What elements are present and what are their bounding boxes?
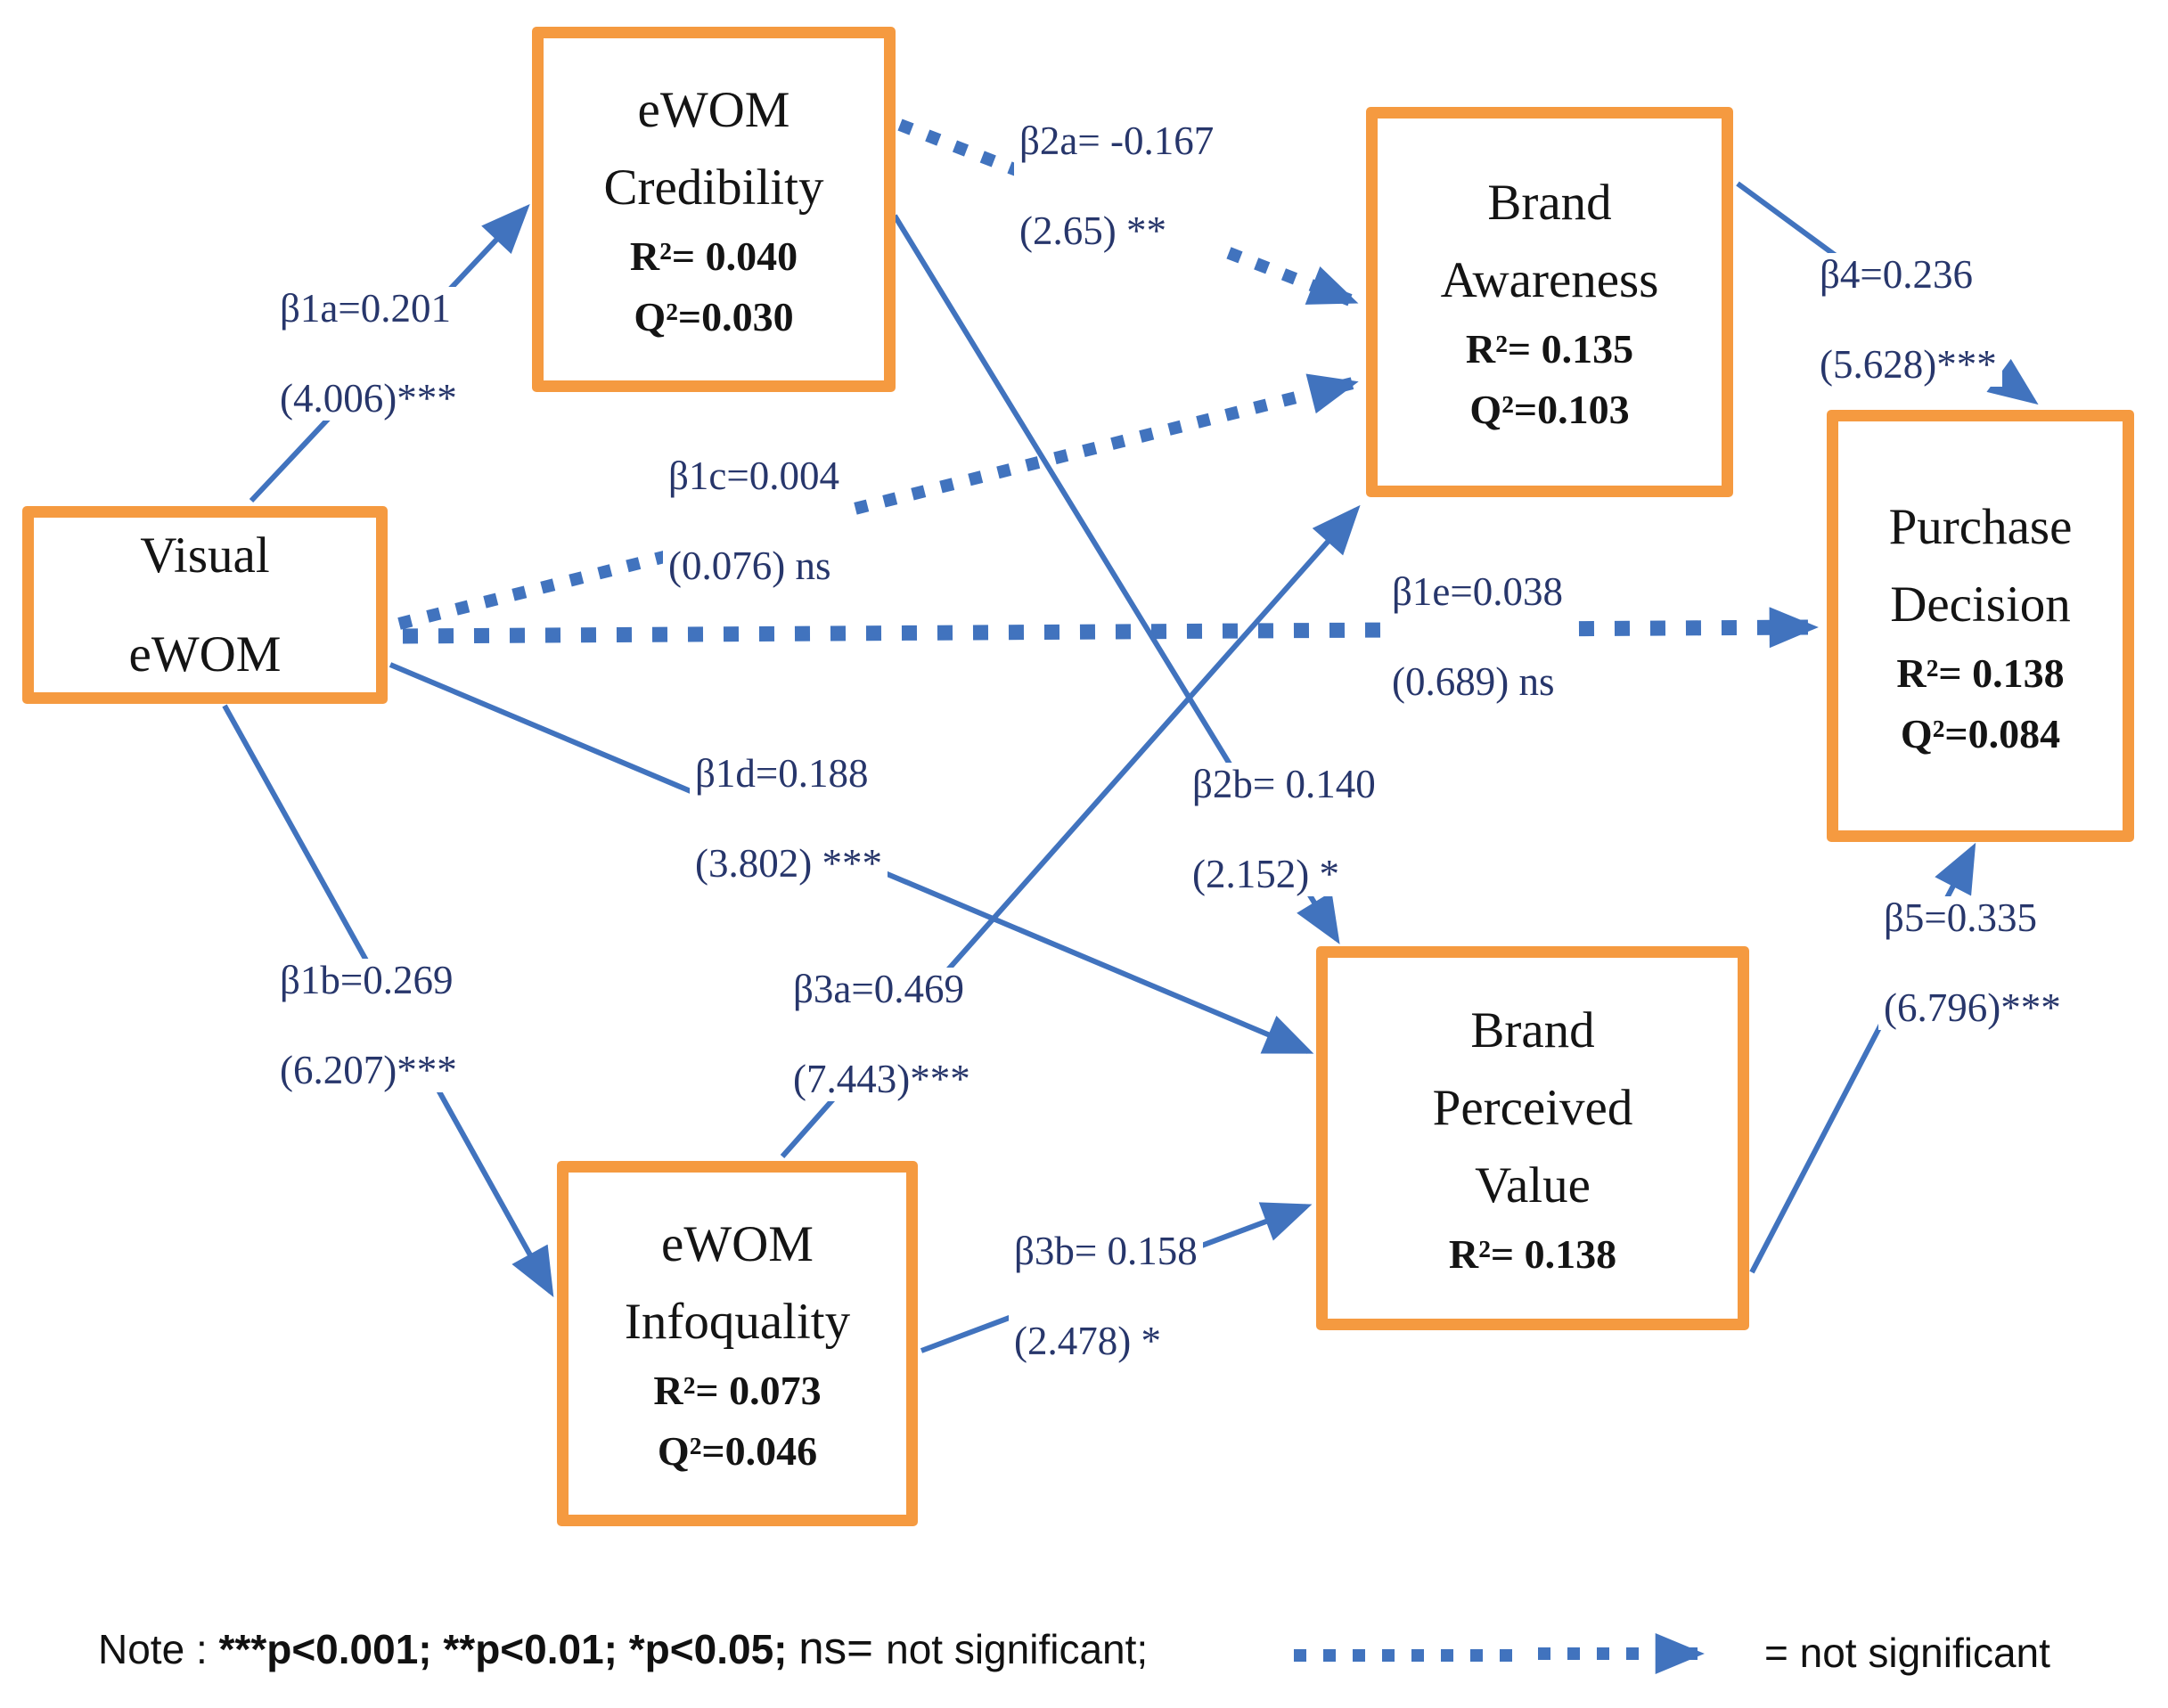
legend-not-significant-label: = not significant (1764, 1630, 2050, 1676)
arrow-b1c-visual-to-brand-awareness-dashed (397, 373, 1359, 630)
node-brand-awareness-q2: Q²=0.103 (1469, 387, 1630, 432)
path-b1d-tvalue: (3.802) *** (695, 841, 882, 886)
path-b1b-coef: β1b=0.269 (280, 958, 454, 1002)
path-b1e-coef: β1e=0.038 (1392, 569, 1563, 614)
path-label-b1c: β1c=0.004 (0.076) ns (663, 454, 845, 588)
path-b1a-tvalue: (4.006)*** (280, 376, 457, 421)
path-b2b-tvalue: (2.152) * (1192, 852, 1339, 896)
node-ewom-credibility: eWOM Credibility R²= 0.040 Q²=0.030 (532, 27, 896, 392)
node-ewom-infoquality-q2: Q²=0.046 (657, 1428, 818, 1474)
node-brand-perceived-value-line3: Value (1475, 1157, 1591, 1214)
node-purchase-decision: Purchase Decision R²= 0.138 Q²=0.084 (1827, 410, 2134, 842)
node-brand-perceived-value-line1: Brand (1470, 1002, 1595, 1058)
node-purchase-decision-line1: Purchase (1888, 498, 2073, 555)
path-b5-coef: β5=0.335 (1884, 895, 2038, 940)
path-b3b-tvalue: (2.478) * (1014, 1319, 1161, 1363)
path-b4-tvalue: (5.628)*** (1820, 342, 1997, 387)
path-b3a-coef: β3a=0.469 (793, 967, 964, 1011)
node-ewom-credibility-q2: Q²=0.030 (634, 294, 794, 339)
path-label-b4: β4=0.236 (5.628)*** (1814, 253, 2002, 387)
path-label-b1a: β1a=0.201 (4.006)*** (274, 287, 462, 421)
node-ewom-infoquality-r2: R²= 0.073 (653, 1368, 822, 1413)
note-prefix: Note : (98, 1626, 219, 1672)
node-brand-perceived-value-line2: Perceived (1432, 1080, 1633, 1136)
node-brand-awareness-line2: Awareness (1440, 252, 1659, 308)
path-label-b5: β5=0.335 (6.796)*** (1878, 896, 2066, 1030)
node-brand-perceived-value-r2: R²= 0.138 (1448, 1231, 1617, 1277)
path-b3a-tvalue: (7.443)*** (793, 1057, 970, 1101)
path-label-b2b: β2b= 0.140 (2.152) * (1187, 763, 1381, 896)
node-visual-ewom-line2: eWOM (128, 626, 282, 682)
path-b1d-coef: β1d=0.188 (695, 751, 869, 796)
node-brand-awareness-line1: Brand (1487, 175, 1612, 231)
path-b1b-tvalue: (6.207)*** (280, 1048, 457, 1092)
node-brand-awareness: Brand Awareness R²= 0.135 Q²=0.103 (1366, 107, 1733, 497)
path-label-b2a: β2a= -0.167 (2.65) ** (1014, 118, 1220, 253)
arrow-b1e-visual-to-purchase-decision-dashed (402, 607, 1819, 649)
node-ewom-infoquality: eWOM Infoquality R²= 0.073 Q²=0.046 (557, 1161, 918, 1526)
node-brand-perceived-value: Brand Perceived Value R²= 0.138 (1316, 946, 1749, 1330)
node-purchase-decision-r2: R²= 0.138 (1896, 650, 2065, 696)
node-ewom-credibility-line1: eWOM (637, 82, 790, 138)
path-b4-coef: β4=0.236 (1820, 252, 1974, 297)
path-label-b3b: β3b= 0.158 (2.478) * (1009, 1230, 1203, 1363)
node-ewom-infoquality-line1: eWOM (661, 1216, 814, 1272)
significance-note: Note : ***p<0.001; **p<0.01; *p<0.05; ns… (98, 1622, 1148, 1674)
path-b2b-coef: β2b= 0.140 (1192, 762, 1376, 806)
note-suffix: not significant; (886, 1626, 1149, 1672)
note-significance-levels: ***p<0.001; **p<0.01; *p<0.05; (218, 1626, 799, 1672)
node-purchase-decision-q2: Q²=0.084 (1900, 710, 2061, 756)
node-brand-awareness-r2: R²= 0.135 (1465, 326, 1634, 372)
node-ewom-credibility-r2: R²= 0.040 (629, 233, 798, 279)
node-visual-ewom: Visual eWOM (22, 506, 388, 704)
path-b5-tvalue: (6.796)*** (1884, 985, 2061, 1030)
note-ns: ns= (798, 1622, 887, 1673)
path-b1e-tvalue: (0.689) ns (1392, 659, 1555, 704)
path-label-b1d: β1d=0.188 (3.802) *** (690, 752, 888, 886)
node-ewom-infoquality-line2: Infoquality (624, 1294, 851, 1350)
node-purchase-decision-line2: Decision (1890, 576, 2071, 633)
path-b2a-coef: β2a= -0.167 (1019, 118, 1215, 163)
path-b1c-coef: β1c=0.004 (668, 454, 839, 498)
node-visual-ewom-line1: Visual (140, 527, 270, 584)
path-b2a-tvalue: (2.65) ** (1019, 208, 1166, 253)
path-label-b1e: β1e=0.038 (0.689) ns (1387, 570, 1568, 704)
path-b1c-tvalue: (0.076) ns (668, 543, 831, 588)
path-label-b3a: β3a=0.469 (7.443)*** (788, 968, 976, 1101)
path-label-b1b: β1b=0.269 (6.207)*** (274, 959, 462, 1092)
path-b1a-coef: β1a=0.201 (280, 286, 451, 331)
path-b3b-coef: β3b= 0.158 (1014, 1229, 1198, 1273)
node-ewom-credibility-line2: Credibility (603, 159, 824, 216)
